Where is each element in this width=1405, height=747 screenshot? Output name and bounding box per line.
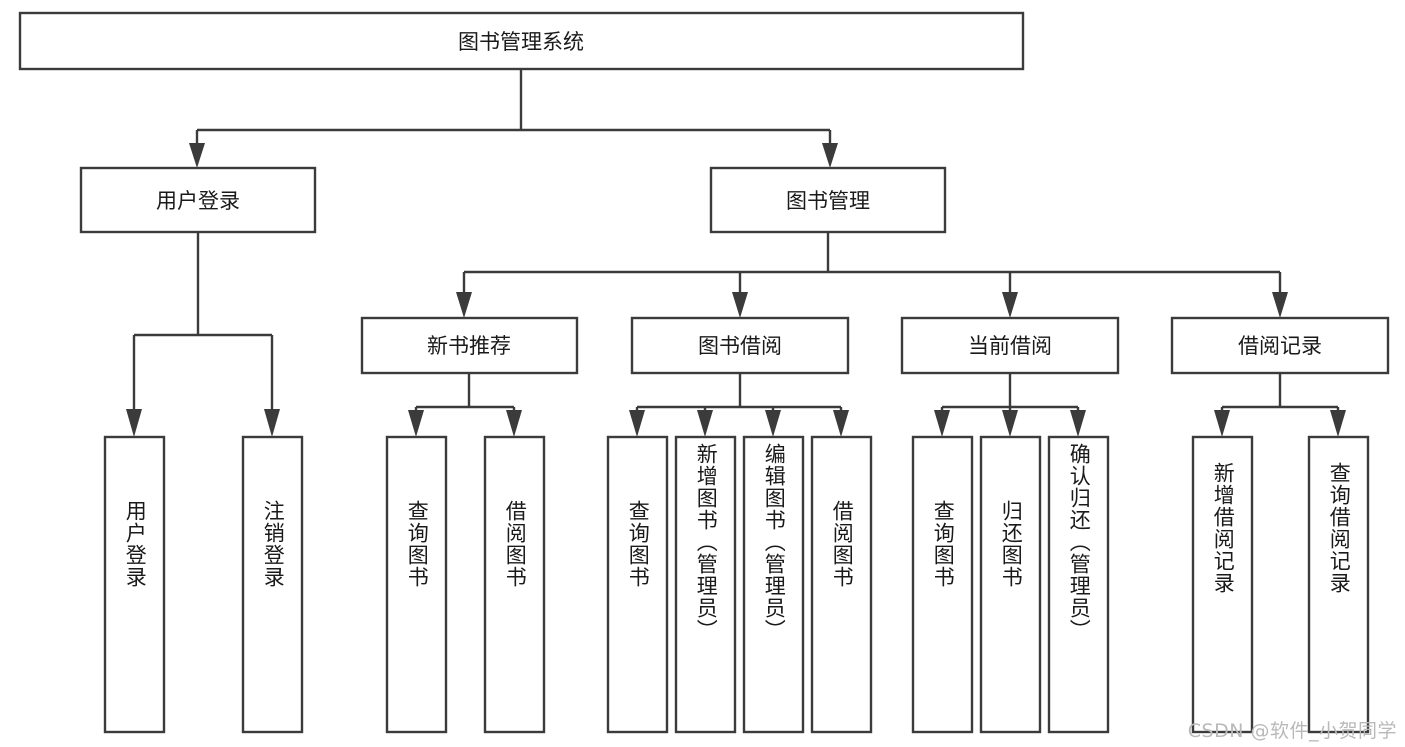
leaf-label-wrap-add-borrow-record: 新增借阅记录 bbox=[1193, 462, 1252, 728]
leaf-label-edit-book-admin: 编辑图书（管理员） bbox=[762, 443, 787, 641]
leaf-label-wrap-query-book-current: 查询图书 bbox=[913, 500, 972, 730]
leaf-label-confirm-return-admin: 确认归还（管理员） bbox=[1067, 443, 1092, 641]
arrow-head-icon bbox=[456, 292, 472, 318]
arrow-head-icon bbox=[833, 410, 849, 437]
node-box-user-login[interactable] bbox=[79, 166, 317, 234]
arrow-head-icon bbox=[822, 143, 838, 168]
arrow-head-icon bbox=[732, 292, 748, 318]
node-box-leaf-query-book-new[interactable] bbox=[385, 435, 448, 734]
node-box-leaf-query-book-borrow[interactable] bbox=[606, 435, 669, 734]
arrow-head-icon bbox=[1070, 410, 1086, 437]
connector-borrowrecord-to-leaves bbox=[1214, 373, 1346, 437]
leaf-label-wrap-add-book-admin: 新增图书（管理员） bbox=[676, 443, 735, 728]
node-box-leaf-add-borrow-record[interactable] bbox=[1191, 435, 1254, 734]
leaf-label-wrap-return-book: 归还图书 bbox=[981, 500, 1040, 730]
arrow-head-icon bbox=[1272, 292, 1288, 318]
arrow-head-icon bbox=[629, 410, 645, 437]
node-label-current-borrow: 当前借阅 bbox=[968, 334, 1052, 358]
connector-currentborrow-to-leaves bbox=[934, 373, 1086, 437]
arrow-head-icon bbox=[1002, 292, 1018, 318]
arrow-head-icon bbox=[189, 143, 205, 168]
node-box-leaf-query-book-current[interactable] bbox=[911, 435, 974, 734]
leaf-label-return-book: 归还图书 bbox=[999, 500, 1024, 588]
node-label-book-borrow: 图书借阅 bbox=[698, 334, 782, 358]
node-label-new-book-recommend: 新书推荐 bbox=[427, 334, 511, 358]
arrow-head-icon bbox=[934, 410, 950, 437]
leaf-label-wrap-confirm-return-admin: 确认归还（管理员） bbox=[1049, 443, 1108, 728]
node-box-leaf-confirm-return-admin[interactable] bbox=[1047, 435, 1110, 734]
node-label-user-login: 用户登录 bbox=[156, 189, 240, 213]
node-box-leaf-edit-book-admin[interactable] bbox=[742, 435, 805, 734]
connector-bookmgmt-to-level3 bbox=[456, 232, 1288, 318]
leaf-label-wrap-edit-book-admin: 编辑图书（管理员） bbox=[744, 443, 803, 728]
node-box-root[interactable] bbox=[18, 11, 1025, 71]
leaf-label-add-borrow-record: 新增借阅记录 bbox=[1211, 462, 1236, 594]
leaf-label-wrap-query-borrow-record: 查询借阅记录 bbox=[1309, 462, 1368, 728]
leaf-label-add-book-admin: 新增图书（管理员） bbox=[694, 443, 719, 641]
node-box-book-management[interactable] bbox=[709, 166, 947, 234]
leaf-label-query-book-borrow: 查询图书 bbox=[626, 500, 651, 588]
node-box-book-borrow[interactable] bbox=[630, 316, 850, 375]
arrow-head-icon bbox=[264, 409, 280, 437]
node-box-leaf-return-book[interactable] bbox=[979, 435, 1042, 734]
leaf-label-query-book-new: 查询图书 bbox=[405, 500, 430, 588]
leaf-label-query-book-current: 查询图书 bbox=[931, 500, 956, 588]
leaf-label-wrap-borrow-book-new: 借阅图书 bbox=[485, 500, 544, 730]
node-label-book-management: 图书管理 bbox=[786, 189, 870, 213]
connector-bookborrow-to-leaves bbox=[629, 373, 849, 437]
node-box-current-borrow[interactable] bbox=[900, 316, 1120, 375]
node-box-leaf-query-borrow-record[interactable] bbox=[1307, 435, 1370, 734]
node-box-leaf-add-book-admin[interactable] bbox=[674, 435, 737, 734]
arrow-head-icon bbox=[126, 409, 142, 437]
node-box-leaf-borrow-book-new[interactable] bbox=[483, 435, 546, 734]
leaf-label-wrap-borrow-book: 借阅图书 bbox=[812, 500, 871, 730]
node-box-new-book-recommend[interactable] bbox=[360, 316, 579, 375]
connector-userlogin-to-leaves bbox=[126, 232, 280, 437]
node-box-leaf-user-login[interactable] bbox=[103, 435, 166, 734]
connector-newbook-to-leaves bbox=[408, 373, 522, 437]
connector-root-to-level2 bbox=[189, 69, 838, 168]
leaf-label-query-borrow-record: 查询借阅记录 bbox=[1327, 462, 1352, 594]
arrow-head-icon bbox=[1214, 410, 1230, 437]
arrow-head-icon bbox=[1330, 410, 1346, 437]
leaf-label-logout: 注销登录 bbox=[261, 500, 286, 588]
leaf-label-borrow-book: 借阅图书 bbox=[830, 500, 855, 588]
leaf-label-user-login: 用户登录 bbox=[123, 500, 148, 588]
arrow-head-icon bbox=[1002, 410, 1018, 437]
leaf-label-wrap-query-book-borrow: 查询图书 bbox=[608, 500, 667, 730]
node-box-leaf-borrow-book[interactable] bbox=[810, 435, 873, 734]
leaf-label-borrow-book-new: 借阅图书 bbox=[503, 500, 528, 588]
arrow-head-icon bbox=[765, 410, 781, 437]
node-box-borrow-record[interactable] bbox=[1170, 316, 1390, 375]
arrow-head-icon bbox=[697, 410, 713, 437]
leaf-label-wrap-user-login: 用户登录 bbox=[105, 500, 164, 730]
node-box-leaf-logout[interactable] bbox=[241, 435, 304, 734]
watermark: CSDN @软件_小贺同学 bbox=[1187, 720, 1397, 742]
node-label-root: 图书管理系统 bbox=[458, 30, 584, 54]
arrow-head-icon bbox=[408, 410, 424, 437]
node-label-borrow-record: 借阅记录 bbox=[1238, 334, 1322, 358]
leaf-label-wrap-logout: 注销登录 bbox=[243, 500, 302, 730]
arrow-head-icon bbox=[506, 410, 522, 437]
leaf-label-wrap-query-book-new: 查询图书 bbox=[387, 500, 446, 730]
